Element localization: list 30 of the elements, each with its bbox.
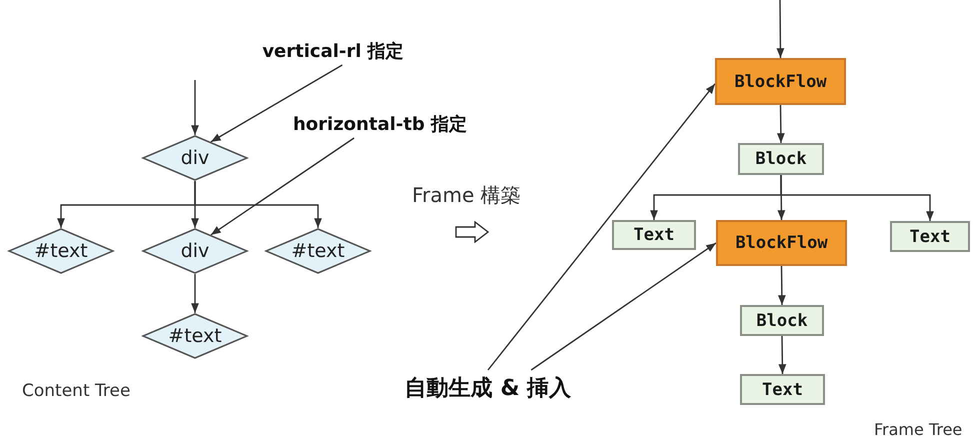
arrow [780, 175, 934, 221]
node-label: #text [168, 325, 222, 347]
node-label: div [180, 240, 210, 262]
arrow [210, 64, 343, 142]
annotation-text: vertical-rl 指定 [240, 37, 426, 65]
arrow [191, 274, 199, 313]
frame-box: Text [740, 374, 825, 405]
arrow [210, 137, 354, 236]
arrow [778, 266, 786, 305]
process-label: Frame 構築 [412, 182, 521, 209]
block-flow-box: BlockFlow [716, 220, 847, 266]
arrow [487, 83, 716, 370]
arrow [191, 80, 199, 135]
annotation-text: horizontal-tb 指定 [272, 110, 488, 138]
frame-box: Block [740, 305, 824, 336]
frame-box: Text [612, 220, 696, 250]
node-label: #text [291, 240, 345, 262]
arrow [778, 336, 786, 374]
block-flow-box: BlockFlow [715, 58, 846, 105]
arrow [194, 181, 322, 228]
tree-caption: Content Tree [22, 381, 130, 401]
annotation-text: 自動生成 & 挿入 [380, 370, 596, 406]
node-label: #text [34, 240, 88, 262]
node-label: div [180, 147, 210, 169]
arrow [776, 0, 784, 58]
tree-caption: Frame Tree [874, 420, 962, 439]
frame-box: Text [890, 221, 970, 252]
arrow [776, 105, 785, 143]
arrow [530, 242, 716, 371]
frame-box: Block [738, 143, 824, 175]
